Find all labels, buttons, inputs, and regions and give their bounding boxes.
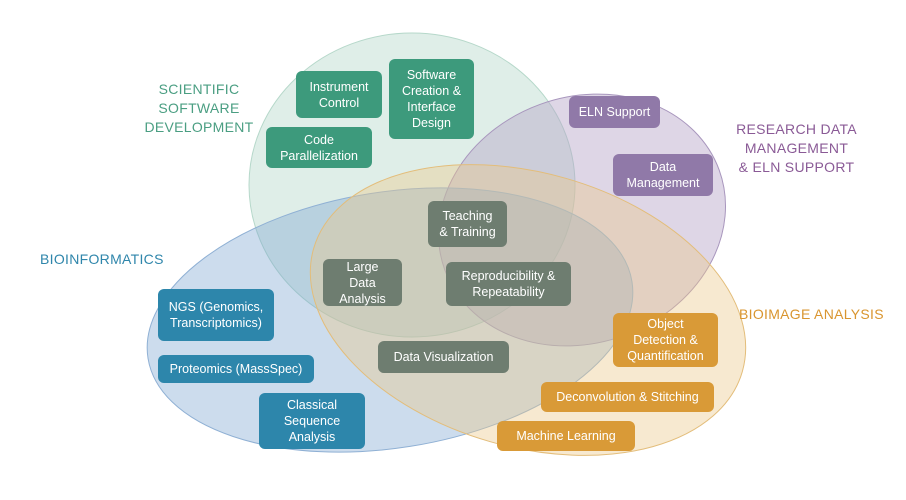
ellipse-bioinformatics xyxy=(146,187,634,453)
item-proteomics: Proteomics (MassSpec) xyxy=(158,355,314,383)
item-software-creation: Software Creation & Interface Design xyxy=(389,59,474,139)
item-teaching-training: Teaching & Training xyxy=(428,201,507,247)
item-object-detection: Object Detection & Quantification xyxy=(613,313,718,367)
item-eln-support: ELN Support xyxy=(569,96,660,128)
item-code-parallelization: Code Parallelization xyxy=(266,127,372,168)
set-label-bioinformatics: BIOINFORMATICS xyxy=(40,251,164,267)
item-data-visualization: Data Visualization xyxy=(378,341,509,373)
set-label-bioimage: BIOIMAGE ANALYSIS xyxy=(739,306,884,322)
item-large-data-analysis: Large Data Analysis xyxy=(323,259,402,306)
item-ngs: NGS (Genomics, Transcriptomics) xyxy=(158,289,274,341)
item-machine-learning: Machine Learning xyxy=(497,421,635,451)
item-classical-sequence: Classical Sequence Analysis xyxy=(259,393,365,449)
item-data-management: Data Management xyxy=(613,154,713,196)
item-instrument-control: Instrument Control xyxy=(296,71,382,118)
set-label-scientific-software: SCIENTIFIC SOFTWARE DEVELOPMENT xyxy=(144,81,254,135)
item-deconvolution: Deconvolution & Stitching xyxy=(541,382,714,412)
item-reproducibility: Reproducibility & Repeatability xyxy=(446,262,571,306)
set-label-research-data: RESEARCH DATA MANAGEMENT & ELN SUPPORT xyxy=(736,121,857,175)
